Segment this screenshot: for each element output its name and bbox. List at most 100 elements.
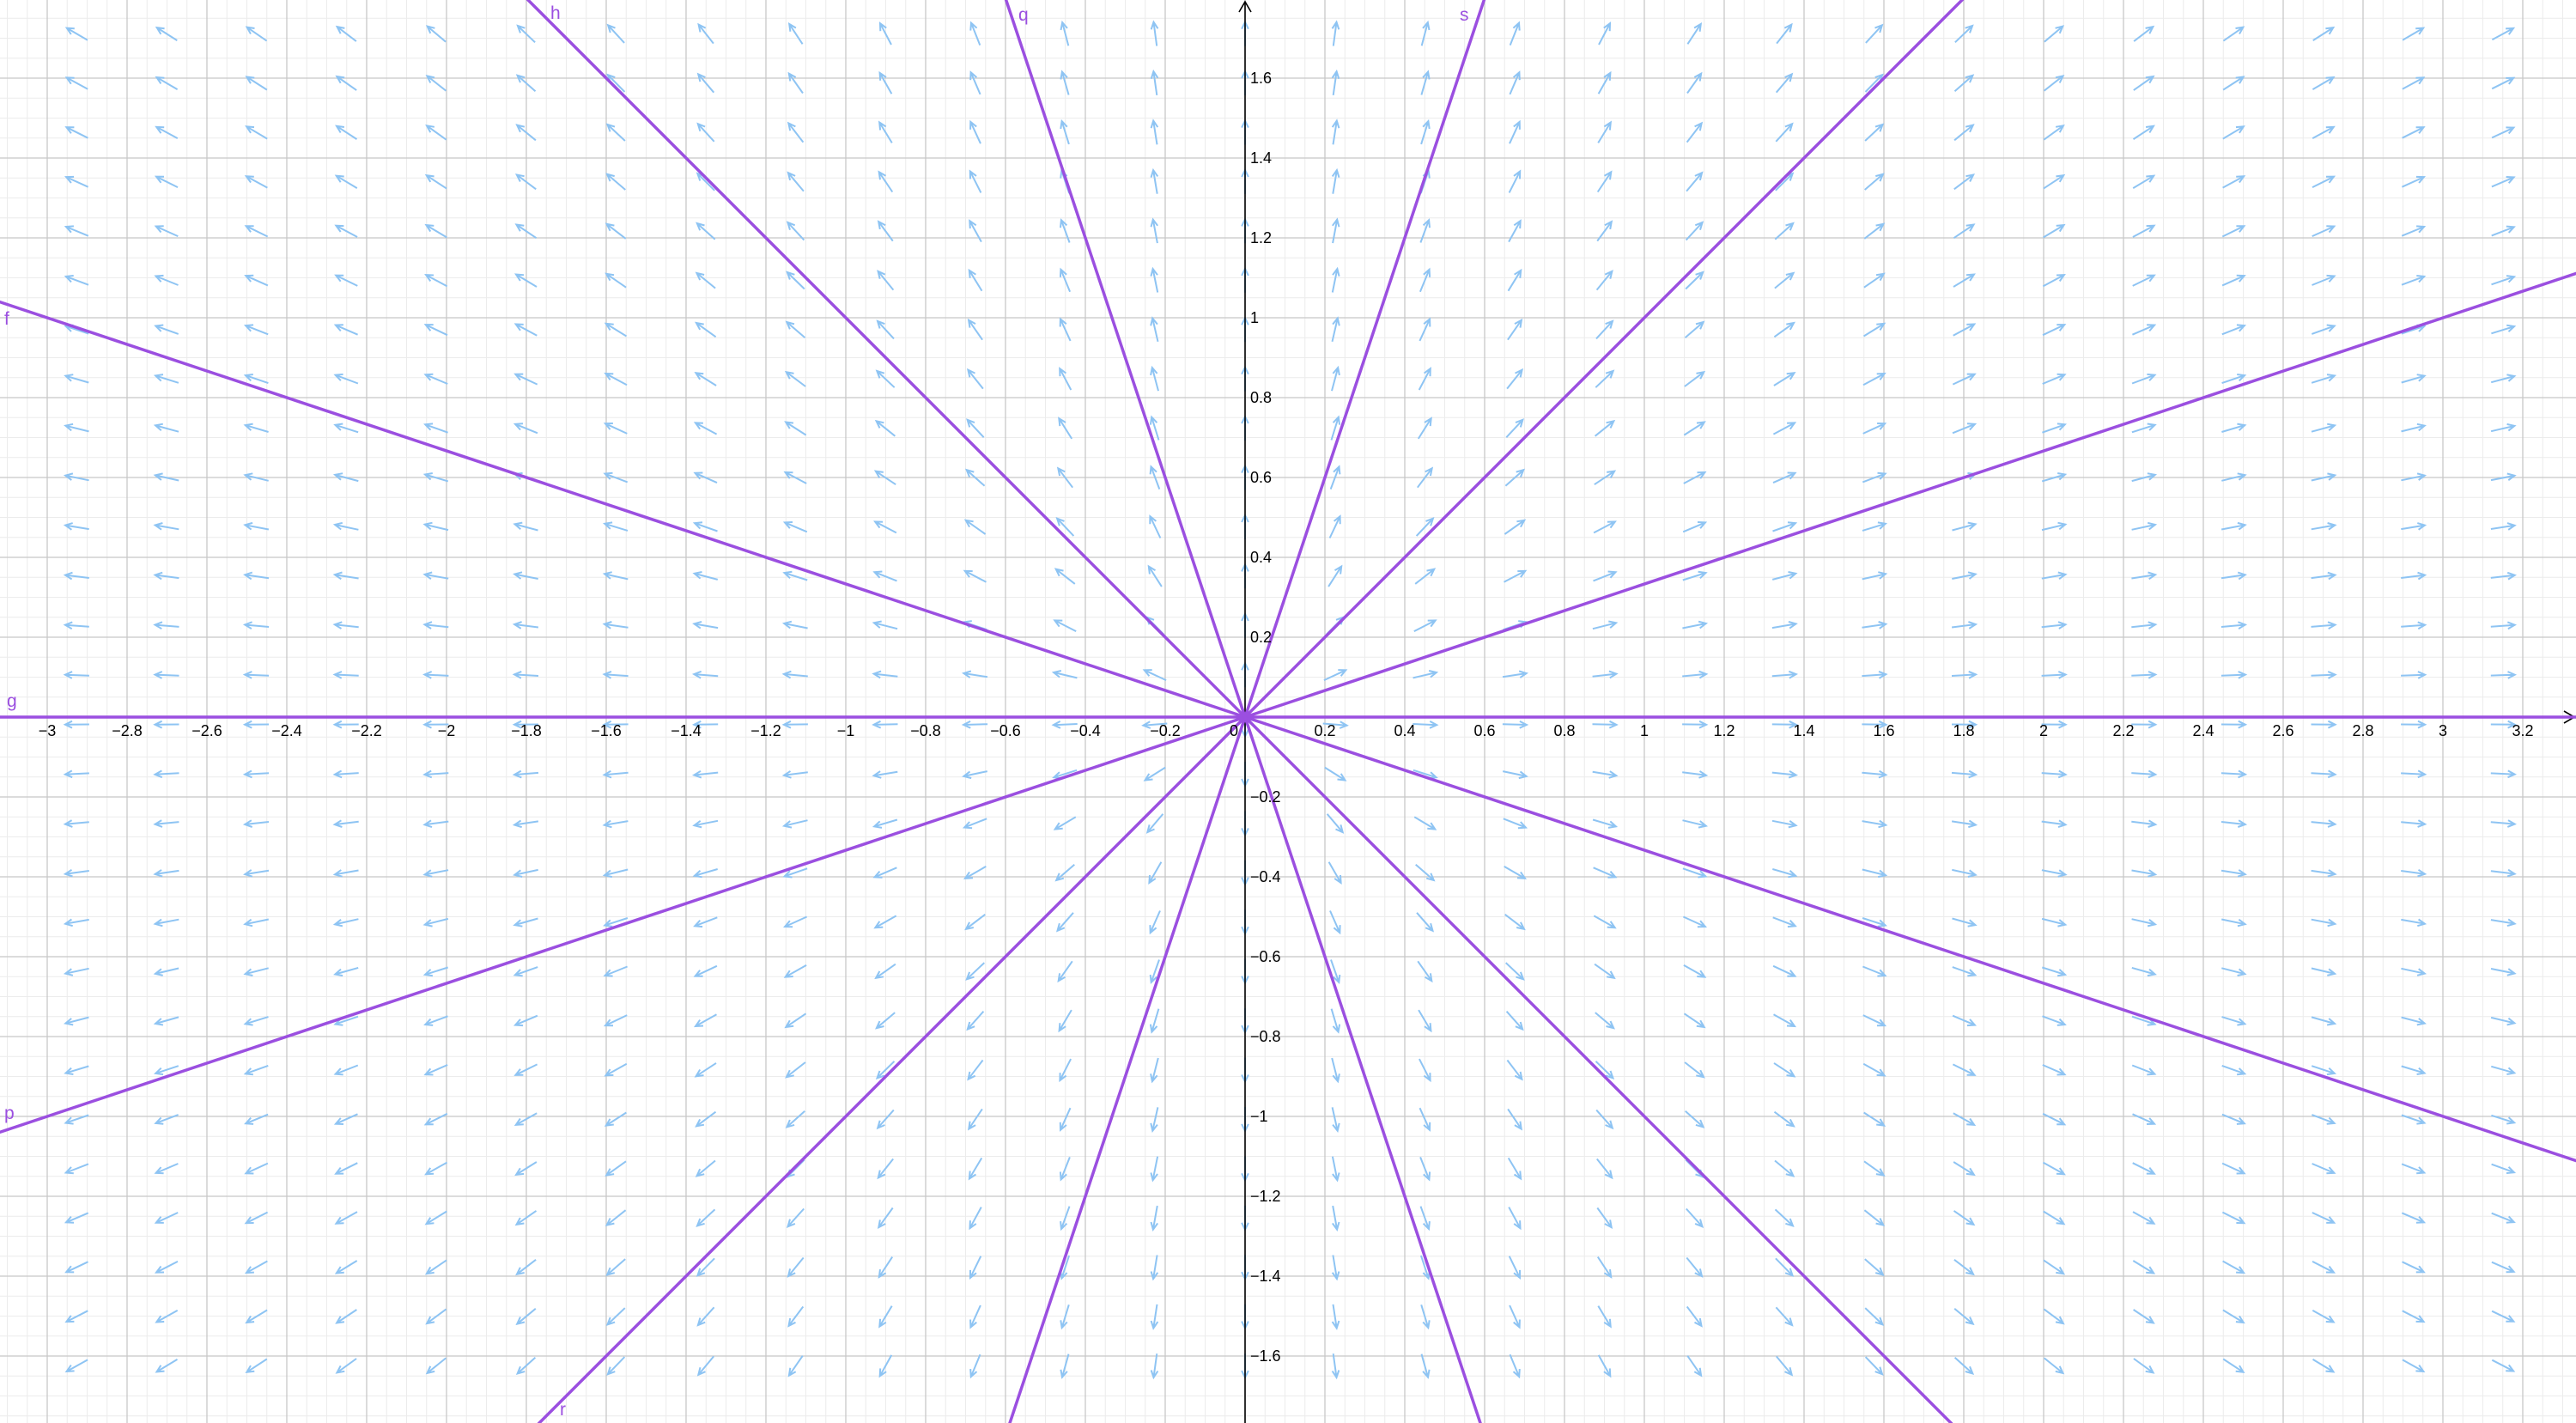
x-tick-label: −3 [39, 722, 57, 739]
field-arrow [2042, 274, 2066, 288]
y-tick-label: −0.8 [1250, 1028, 1281, 1045]
field-arrow [1331, 167, 1340, 194]
field-arrow [423, 423, 448, 434]
field-arrow [1506, 368, 1524, 390]
field-arrow [2133, 25, 2155, 42]
field-arrow [1951, 621, 1978, 629]
field-arrow [1150, 217, 1158, 244]
field-arrow [1594, 963, 1616, 980]
field-arrow [2312, 225, 2336, 238]
field-arrow [244, 1162, 269, 1175]
field-arrow [154, 1163, 179, 1175]
field-arrow [1863, 1209, 1886, 1227]
field-arrow [1862, 670, 1888, 679]
field-arrow [605, 272, 627, 289]
x-tick-label: 1.8 [1953, 722, 1974, 739]
field-arrow [2221, 374, 2247, 385]
field-arrow [874, 419, 896, 437]
x-tick-label: −0.8 [910, 722, 941, 739]
field-arrow [787, 121, 805, 143]
field-arrow [513, 966, 538, 977]
field-arrow [2401, 1212, 2427, 1224]
field-arrow [692, 620, 719, 629]
field-arrow [2401, 1065, 2427, 1075]
field-arrow [1682, 867, 1708, 879]
field-arrow [1414, 568, 1437, 585]
field-arrow [64, 175, 89, 188]
field-arrow [2312, 1261, 2336, 1274]
field-arrow [2042, 324, 2067, 337]
field-arrow [1059, 1157, 1071, 1182]
field-arrow [1418, 367, 1431, 391]
field-arrow [2042, 423, 2067, 434]
field-arrow [2311, 671, 2337, 679]
field-arrow [242, 819, 270, 828]
field-arrow [423, 1015, 448, 1026]
field-arrow [2402, 27, 2426, 41]
line-s[interactable] [1008, 0, 1486, 1423]
field-arrow [153, 769, 179, 779]
field-arrow [512, 621, 539, 629]
field-arrow [423, 373, 448, 385]
field-arrow [64, 126, 88, 139]
field-arrow [2133, 1358, 2155, 1374]
field-arrow [1505, 418, 1524, 438]
field-arrow [2221, 1162, 2246, 1175]
field-arrow [2312, 1359, 2336, 1373]
field-arrow [2311, 1016, 2337, 1026]
field-arrow [875, 369, 896, 388]
field-arrow [1771, 620, 1798, 629]
x-tick-label: −0.6 [990, 722, 1021, 739]
y-tick-label: −0.4 [1250, 868, 1281, 885]
line-q[interactable] [1004, 0, 1482, 1423]
field-arrow [2221, 819, 2248, 828]
field-arrow [2221, 225, 2246, 238]
field-arrow [1862, 521, 1887, 532]
field-arrow [1150, 1255, 1159, 1281]
field-arrow [513, 323, 538, 337]
field-arrow [64, 275, 89, 286]
x-tick-label: −2 [438, 722, 456, 739]
field-arrow [2490, 571, 2517, 581]
field-arrow [243, 324, 269, 336]
field-arrow [1953, 173, 1976, 191]
field-arrow [1683, 421, 1706, 436]
field-arrow [154, 324, 179, 335]
field-arrow [1774, 271, 1795, 289]
field-arrow [1419, 1107, 1431, 1132]
field-arrow [782, 521, 808, 533]
field-arrow [335, 1358, 357, 1374]
field-arrow [964, 468, 986, 487]
field-arrow [1775, 72, 1794, 94]
line-f[interactable] [0, 299, 2576, 1163]
field-arrow [969, 1256, 982, 1280]
field-arrow [1864, 1258, 1885, 1277]
field-arrow [2490, 968, 2517, 976]
field-arrow [2132, 224, 2156, 238]
field-arrow [154, 225, 179, 238]
field-arrow [2041, 966, 2068, 977]
field-arrow [334, 1211, 358, 1225]
line-p[interactable] [0, 271, 2576, 1134]
field-arrow [2490, 423, 2517, 433]
line-r[interactable] [537, 0, 1965, 1423]
field-arrow [2221, 1113, 2246, 1125]
field-arrow [1775, 122, 1794, 143]
field-arrow [1774, 1208, 1795, 1227]
field-arrow [694, 1062, 717, 1078]
field-arrow [1686, 21, 1703, 45]
field-arrow [785, 320, 806, 339]
field-arrow [424, 173, 447, 190]
field-arrow [787, 1305, 805, 1328]
line-h[interactable] [526, 0, 1953, 1423]
field-arrow [1595, 319, 1614, 340]
field-arrow [2311, 967, 2337, 976]
field-arrow [603, 965, 628, 977]
field-arrow [605, 173, 626, 191]
field-arrow [877, 270, 895, 291]
field-arrow [64, 374, 89, 384]
field-arrow [2043, 124, 2065, 141]
x-tick-label: −2.4 [271, 722, 302, 739]
